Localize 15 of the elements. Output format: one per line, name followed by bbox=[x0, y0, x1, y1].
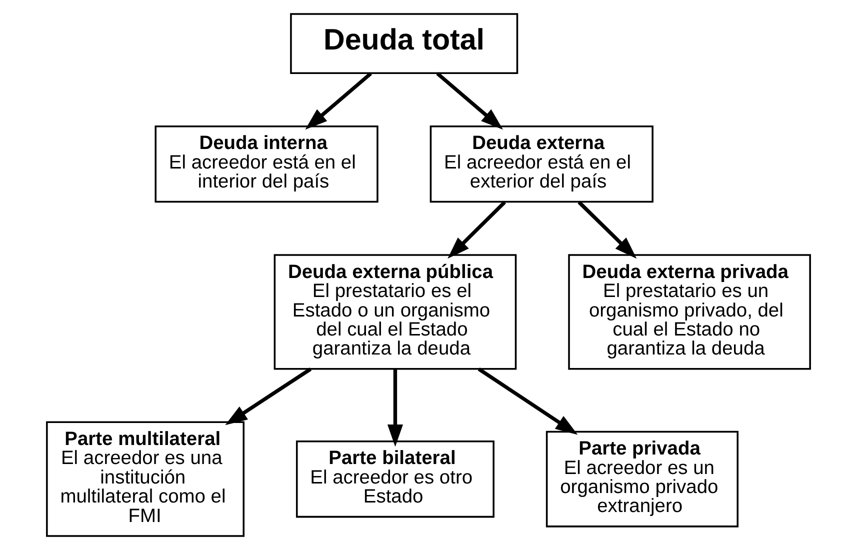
arrow bbox=[478, 368, 578, 435]
node-box: Deuda externa pública El prestatario es el Estado o un organismo del cual el Estado garantiza la deuda bbox=[274, 254, 517, 370]
arrow bbox=[305, 72, 372, 130]
arrow bbox=[225, 367, 312, 426]
node-box: Deuda interna El acreedor está en el interior del país bbox=[154, 125, 378, 203]
node-box: Parte bilateral El acreedor es otro Estado bbox=[296, 440, 494, 518]
node-box: Deuda externa El acreedor está en el exterior del país bbox=[430, 125, 654, 203]
arrow bbox=[578, 200, 637, 259]
node-box: Parte multilateral El acreedor es una institución multilateral como el FMI bbox=[46, 421, 245, 537]
node-box: Deuda total bbox=[290, 13, 518, 74]
node-box: Parte privada El acreedor es un organismo privado extranjero bbox=[546, 430, 738, 528]
node-box: Deuda externa privada El prestatario es un organismo privado, del cual el Estado no garantiza la deuda bbox=[568, 254, 811, 370]
arrow bbox=[387, 369, 403, 447]
arrow bbox=[436, 72, 503, 130]
arrow bbox=[448, 200, 506, 259]
